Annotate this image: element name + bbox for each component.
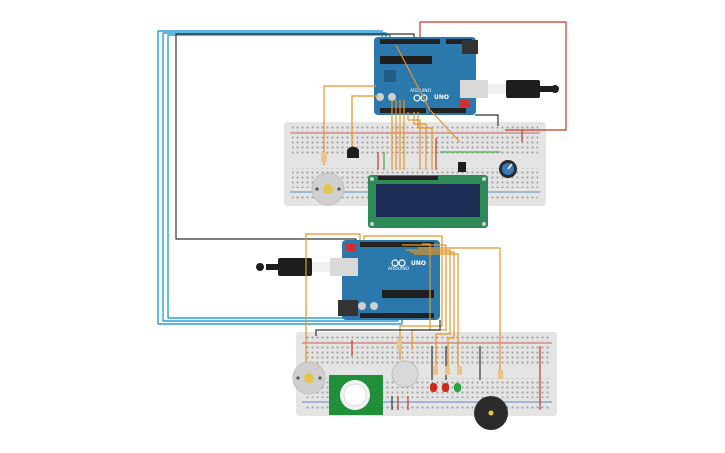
usb-cable-top bbox=[460, 80, 559, 98]
led-green bbox=[454, 383, 461, 392]
arduino-top-model: UNO bbox=[434, 94, 449, 101]
arduino-top: ARDUINO UNO bbox=[374, 37, 478, 115]
dc-motor-icon bbox=[311, 172, 345, 206]
arduino-bottom-brand: ARDUINO bbox=[388, 266, 410, 272]
infinity-logo-icon bbox=[391, 259, 406, 267]
arduino-bottom: ARDUINO UNO bbox=[338, 240, 440, 320]
transistor-top bbox=[347, 146, 359, 158]
resistor-top bbox=[321, 152, 327, 162]
wires-rg-top bbox=[377, 130, 523, 170]
lcd-16x2-icon bbox=[368, 175, 488, 228]
wires-orange-top bbox=[323, 44, 461, 170]
wires-misc-bottom bbox=[315, 320, 541, 410]
usb-cable-bottom bbox=[256, 258, 358, 276]
piezo-buzzer-icon bbox=[474, 396, 508, 430]
led-red-2 bbox=[442, 383, 449, 392]
wire-red-top bbox=[419, 21, 567, 131]
infinity-logo-icon bbox=[413, 94, 428, 102]
pir-sensor-icon bbox=[329, 375, 383, 415]
wire-black-top bbox=[475, 114, 499, 126]
led-red-1 bbox=[430, 383, 437, 392]
chip-top bbox=[458, 162, 466, 172]
resistors-bottom bbox=[397, 340, 503, 379]
arduino-top-brand: ARDUINO bbox=[410, 88, 432, 94]
wires-orange-bottom bbox=[305, 233, 501, 372]
dc-motor-icon bbox=[292, 361, 326, 395]
force-sensor-icon bbox=[391, 360, 419, 388]
arduino-bottom-model: UNO bbox=[411, 260, 426, 267]
potentiometer-icon bbox=[499, 160, 517, 178]
